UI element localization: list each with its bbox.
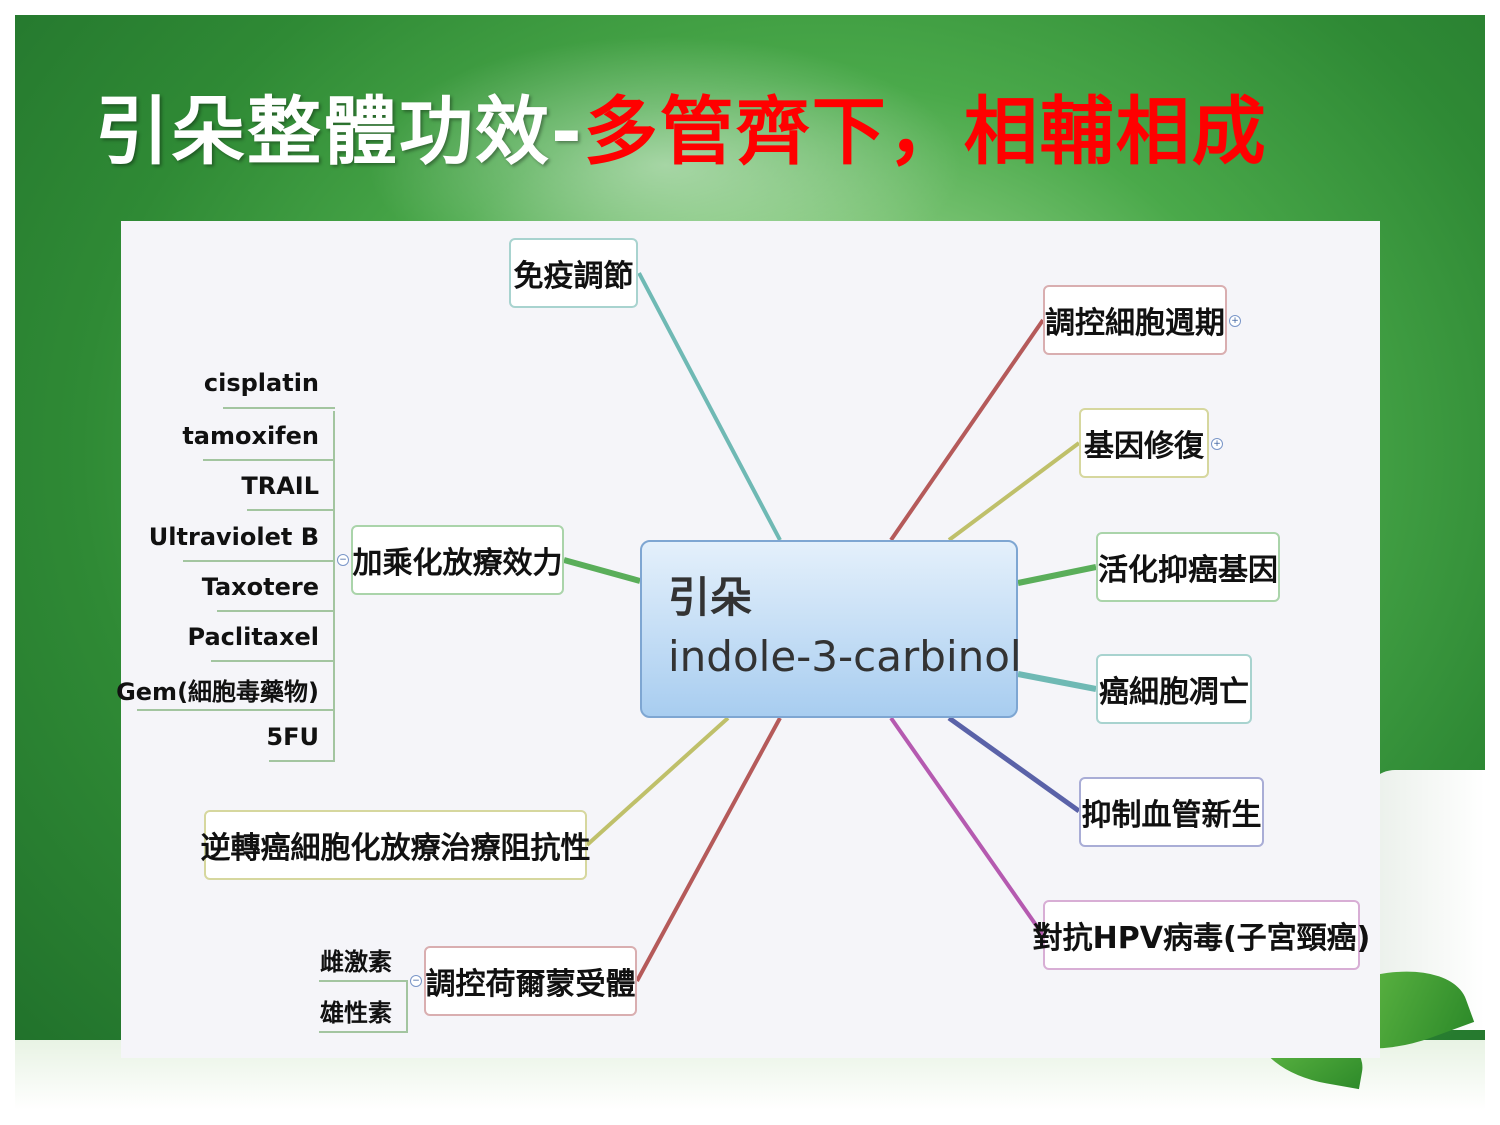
slide-title: 引朵整體功效-多管齊下，相輔相成: [95, 95, 1268, 169]
node-resistance-label: 逆轉癌細胞化放療治療阻抗性: [200, 831, 591, 866]
hormone-list-connector: [406, 980, 408, 1031]
node-resistance[interactable]: 逆轉癌細胞化放療治療阻抗性: [201, 810, 591, 880]
chemo-item[interactable]: Gem(細胞毒藥物): [116, 678, 319, 706]
node-immune[interactable]: 免疫調節: [509, 238, 638, 308]
link-resistance: [585, 716, 730, 847]
title-white-part: 引朵整體功效-: [95, 89, 584, 175]
node-tumor-suppressor[interactable]: 活化抑癌基因: [1096, 532, 1280, 602]
mind-map-panel: 免疫調節 調控細胞週期 + 基因修復 + 活化抑癌基因 癌細胞凋亡 抑制血管新生…: [116, 221, 1380, 1058]
chemo-item[interactable]: tamoxifen: [182, 422, 319, 450]
hormone-item-underline: [319, 1031, 408, 1033]
central-topic-name: 引朵: [668, 573, 753, 622]
node-chemo-boost[interactable]: 加乘化放療效力: [351, 525, 564, 595]
node-hpv[interactable]: 對抗HPV病毒(子宮頸癌): [1033, 900, 1370, 970]
node-apoptosis[interactable]: 癌細胞凋亡: [1096, 654, 1252, 724]
chemo-item-underline: [183, 560, 335, 562]
chemo-item-underline: [223, 407, 335, 409]
node-chemo-boost-label: 加乘化放療效力: [352, 546, 563, 581]
node-cell-cycle-label: 調控細胞週期: [1045, 306, 1225, 341]
hormone-item[interactable]: 雄性素: [320, 999, 392, 1027]
link-hormone: [635, 717, 782, 982]
chemo-item[interactable]: Paclitaxel: [187, 623, 319, 651]
collapse-chemo-icon[interactable]: −: [337, 554, 349, 566]
collapse-hormone-icon[interactable]: −: [410, 975, 422, 987]
chemo-item-underline: [269, 760, 335, 762]
title-red-part: 多管齊下，相輔相成: [583, 89, 1268, 175]
chemo-item-underline: [217, 610, 335, 612]
central-topic[interactable]: 引朵 indole-3-carbinol: [640, 540, 1022, 718]
node-hormone-label: 調控荷爾蒙受體: [425, 967, 636, 1002]
node-gene-repair[interactable]: 基因修復: [1079, 408, 1209, 478]
node-apoptosis-label: 癌細胞凋亡: [1099, 675, 1249, 710]
node-tumor-suppressor-label: 活化抑癌基因: [1098, 553, 1278, 588]
chemo-item[interactable]: TRAIL: [241, 472, 319, 500]
node-angiogenesis-label: 抑制血管新生: [1081, 798, 1262, 833]
chemo-item-underline: [137, 709, 335, 711]
link-angiogenesis: [947, 715, 1081, 814]
hormone-item-underline: [319, 980, 408, 982]
chemo-item-underline: [203, 459, 335, 461]
chemo-item[interactable]: 5FU: [266, 723, 319, 751]
hormone-item[interactable]: 雌激素: [320, 948, 392, 976]
node-hpv-label: 對抗HPV病毒(子宮頸癌): [1032, 921, 1371, 956]
node-angiogenesis[interactable]: 抑制血管新生: [1079, 777, 1264, 847]
link-immune: [637, 272, 782, 541]
chemo-item[interactable]: cisplatin: [203, 369, 319, 397]
chemo-item[interactable]: Ultraviolet B: [148, 523, 319, 551]
chemo-list-connector: [333, 411, 335, 760]
node-immune-label: 免疫調節: [513, 259, 634, 294]
node-gene-repair-label: 基因修復: [1084, 429, 1204, 464]
link-gene-repair: [947, 441, 1081, 542]
node-cell-cycle[interactable]: 調控細胞週期: [1043, 285, 1227, 355]
link-hpv: [889, 716, 1045, 937]
node-hormone[interactable]: 調控荷爾蒙受體: [424, 946, 637, 1016]
chemo-item[interactable]: Taxotere: [201, 573, 319, 601]
link-cell-cycle: [889, 318, 1045, 542]
link-tumor-suppressor: [1017, 564, 1097, 586]
central-topic-compound: indole-3-carbinol: [668, 632, 1022, 681]
mind-map-links: [563, 272, 1097, 982]
chemo-item-underline: [247, 509, 335, 511]
chemo-item-underline: [211, 660, 335, 662]
link-chemo-boost: [563, 557, 641, 584]
expand-cell-cycle-icon[interactable]: +: [1229, 315, 1241, 327]
expand-gene-repair-icon[interactable]: +: [1211, 438, 1223, 450]
link-apoptosis: [1017, 671, 1097, 692]
